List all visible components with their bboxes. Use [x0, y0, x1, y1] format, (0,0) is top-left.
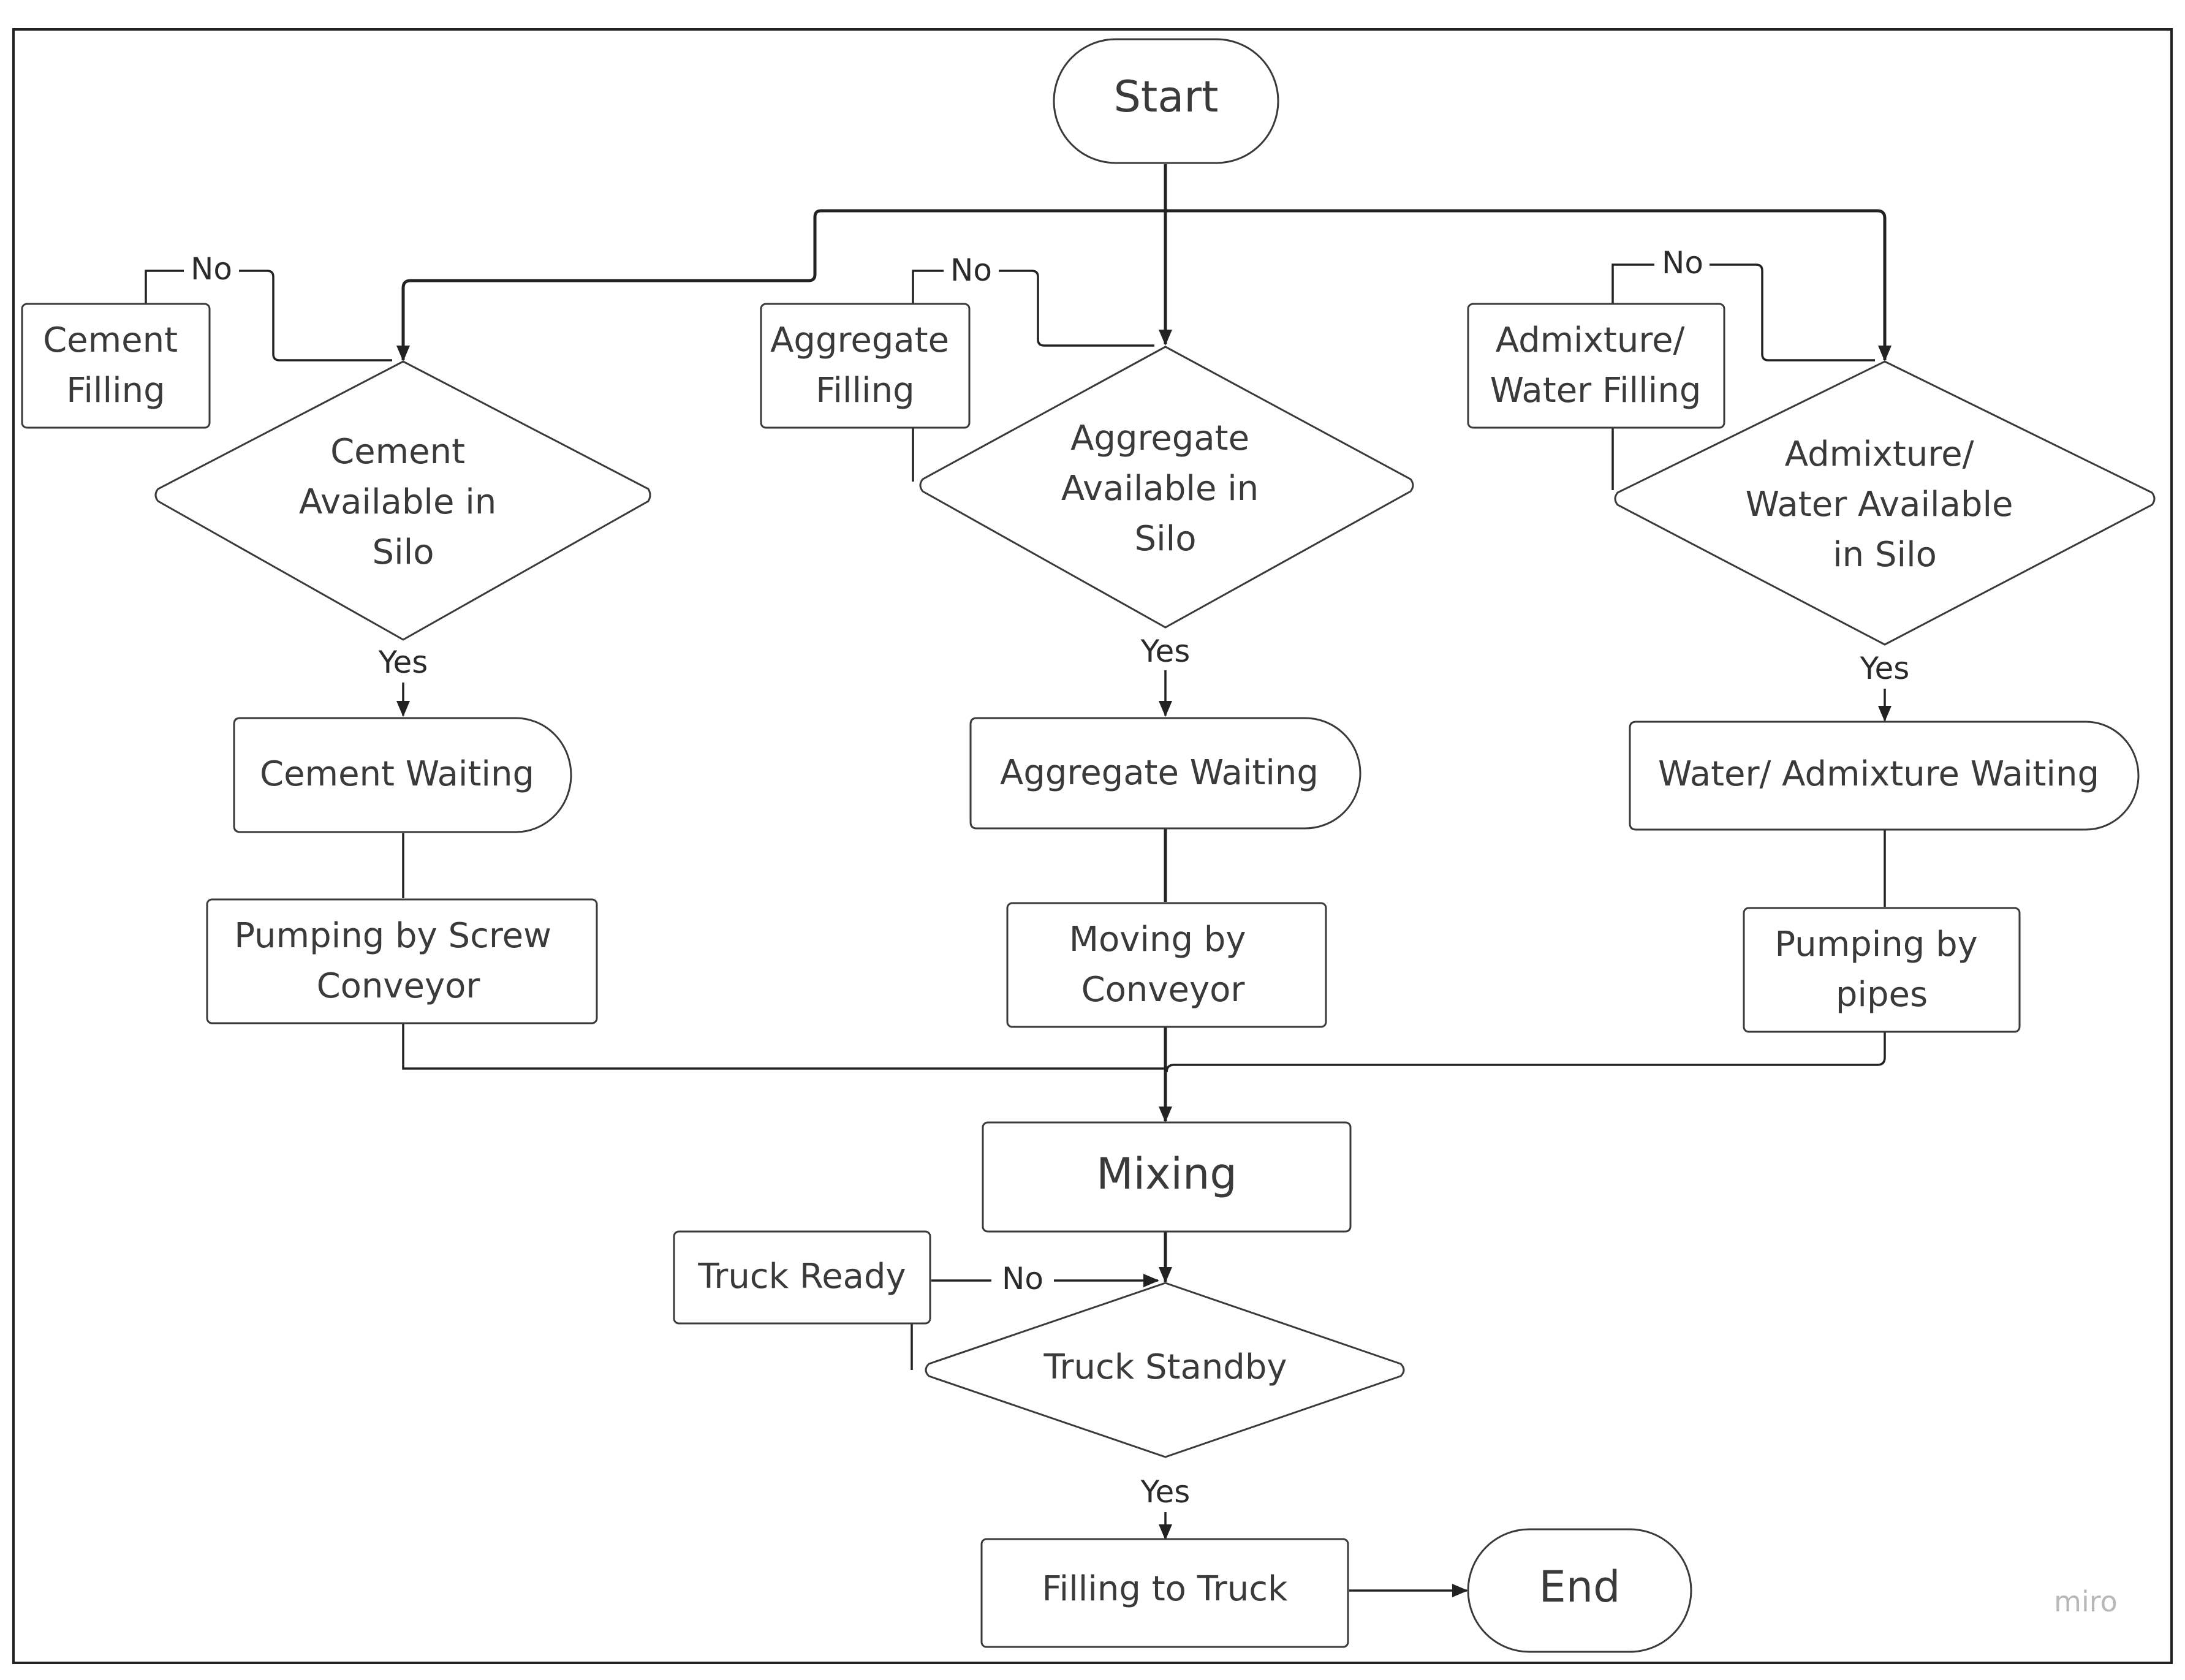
edge-label-cement-no: No — [191, 251, 232, 287]
cement-filling-label: Cement Filling — [43, 320, 189, 411]
cement-pumping-node: Pumping by Screw Conveyor — [206, 898, 598, 1024]
edge-cement-pump-to-mix — [402, 1023, 1164, 1070]
edge-label-admixture-yes: Yes — [1860, 651, 1910, 686]
admixture-pumping-label: Pumping by pipes — [1774, 925, 1988, 1015]
edge-start-to-cement-check — [396, 209, 1165, 361]
end-node: End — [1467, 1528, 1692, 1653]
edge-admixture-pump-to-mix — [1165, 1032, 1886, 1073]
aggregate-filling-node: Aggregate Filling — [760, 303, 971, 429]
aggregate-moving-label: Moving by Conveyor — [1069, 920, 1257, 1010]
aggregate-waiting-label: Aggregate Waiting — [1000, 753, 1319, 793]
edge-cement-no-loop-right — [239, 270, 392, 361]
aggregate-check-decision: Aggregate Available in Silo — [919, 346, 1414, 629]
diagram-frame — [12, 28, 2173, 1664]
start-label: Start — [1113, 72, 1218, 122]
cement-check-label: Cement Available in Silo — [299, 432, 507, 572]
mixing-node: Mixing — [982, 1121, 1352, 1233]
admixture-filling-node: Admixture/ Water Filling — [1467, 303, 1725, 429]
aggregate-moving-node: Moving by Conveyor — [1006, 902, 1327, 1028]
cement-waiting-label: Cement Waiting — [260, 754, 534, 794]
aggregate-check-label: Aggregate Available in Silo — [1061, 418, 1270, 559]
truck-ready-node: Truck Ready — [673, 1230, 931, 1325]
admixture-pumping-node: Pumping by pipes — [1743, 907, 2021, 1033]
mixing-label: Mixing — [1096, 1149, 1237, 1199]
admixture-check-decision: Admixture/ Water Available in Silo — [1614, 360, 2156, 646]
edge-label-cement-yes: Yes — [378, 645, 428, 680]
edge-label-admixture-no: No — [1662, 245, 1703, 281]
start-node: Start — [1053, 38, 1279, 164]
aggregate-filling-label: Aggregate Filling — [770, 320, 960, 411]
admixture-waiting-label: Water/ Admixture Waiting — [1658, 754, 2099, 794]
cement-check-decision: Cement Available in Silo — [154, 360, 651, 641]
aggregate-waiting-node: Aggregate Waiting — [969, 717, 1361, 830]
edge-admixture-no-loop-right — [1710, 263, 1875, 361]
filling-truck-node: Filling to Truck — [980, 1538, 1349, 1648]
admixture-check-label: Admixture/ Water Available in Silo — [1746, 434, 2024, 575]
miro-watermark: miro — [2054, 1585, 2118, 1618]
edge-label-truck-no: No — [1002, 1261, 1043, 1296]
edge-start-to-admixture-check — [1165, 209, 1892, 361]
edge-label-aggregate-yes: Yes — [1140, 634, 1191, 669]
cement-waiting-node: Cement Waiting — [233, 717, 572, 833]
truck-standby-label: Truck Standby — [1043, 1347, 1287, 1387]
cement-pumping-label: Pumping by Screw Conveyor — [234, 916, 562, 1006]
admixture-filling-label: Admixture/ Water Filling — [1490, 320, 1702, 411]
truck-standby-decision: Truck Standby — [925, 1282, 1405, 1458]
edge-label-aggregate-no: No — [950, 252, 992, 288]
end-label: End — [1539, 1562, 1620, 1612]
edge-aggregate-no-loop-right — [999, 270, 1154, 347]
filling-truck-label: Filling to Truck — [1042, 1569, 1289, 1609]
edge-label-standby-yes: Yes — [1140, 1474, 1191, 1510]
truck-ready-label: Truck Ready — [697, 1257, 906, 1296]
cement-filling-node: Cement Filling — [21, 303, 211, 429]
admixture-waiting-node: Water/ Admixture Waiting — [1629, 721, 2140, 831]
